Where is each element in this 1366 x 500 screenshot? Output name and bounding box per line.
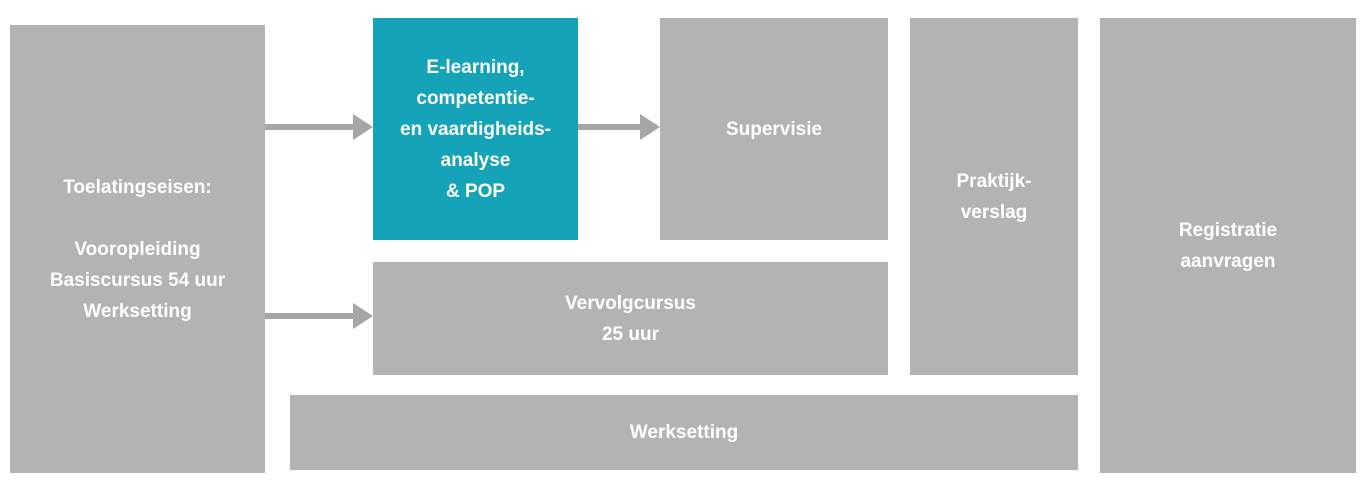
box-vervolgcursus: Vervolgcursus 25 uur	[373, 262, 888, 375]
arrow-line	[265, 313, 355, 319]
box-toelatingseisen: Toelatingseisen: Vooropleiding Basiscurs…	[10, 25, 265, 473]
arrow-toelatingseisen-to-elearning	[265, 114, 373, 140]
arrow-right-icon	[353, 114, 373, 140]
box-praktijkverslag-label: Praktijk- verslag	[956, 170, 1032, 223]
box-supervisie: Supervisie	[660, 18, 888, 240]
arrow-line	[578, 124, 642, 130]
box-supervisie-label: Supervisie	[725, 118, 823, 140]
box-toelatingseisen-label: Toelatingseisen: Vooropleiding Basiscurs…	[49, 176, 226, 322]
arrow-line	[265, 124, 355, 130]
box-registratie-aanvragen: Registratie aanvragen	[1100, 18, 1356, 473]
box-werksetting-label: Werksetting	[629, 422, 739, 443]
arrow-elearning-to-supervisie	[578, 114, 660, 140]
arrow-right-icon	[640, 114, 660, 140]
arrow-right-icon	[353, 303, 373, 329]
box-registratie-label: Registratie aanvragen	[1178, 219, 1278, 272]
box-praktijkverslag: Praktijk- verslag	[910, 18, 1078, 375]
box-werksetting: Werksetting	[290, 395, 1078, 470]
box-vervolgcursus-label: Vervolgcursus 25 uur	[565, 292, 696, 345]
box-elearning-label: E-learning, competentie- en vaardigheids…	[400, 56, 551, 202]
box-elearning-competentie-analyse: E-learning, competentie- en vaardigheids…	[373, 18, 578, 240]
arrow-toelatingseisen-to-vervolgcursus	[265, 303, 373, 329]
